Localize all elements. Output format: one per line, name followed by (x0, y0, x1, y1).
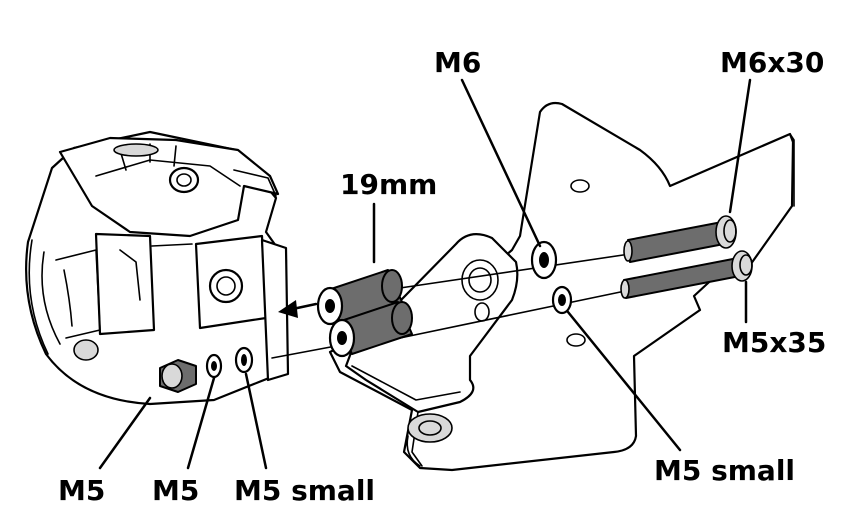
m5-small-washer-left (234, 346, 254, 374)
m6x30-bolt (623, 215, 737, 263)
m5-small-washer-right (551, 285, 573, 315)
label-m6x30: M6x30 (720, 46, 824, 79)
label-m5-washer: M5 (152, 474, 199, 507)
m5-nut (159, 359, 197, 393)
label-m5x35: M5x35 (722, 326, 826, 359)
m6-washer (530, 240, 558, 280)
m5x35-bolt (620, 250, 753, 299)
motor-assembly (25, 130, 290, 406)
label-19mm: 19mm (340, 168, 437, 201)
label-m5-nut: M5 (58, 474, 105, 507)
spacer-bottom (328, 301, 413, 358)
guide-lines (271, 253, 631, 359)
m5-washer-left (205, 353, 223, 379)
insertion-arrow (278, 300, 318, 318)
label-m5-small-right: M5 small (654, 454, 795, 487)
label-m5-small-left: M5 small (234, 474, 375, 507)
label-m6: M6 (434, 46, 481, 79)
leader-lines (98, 78, 752, 470)
labels: 19mm M6 M6x30 M5x35 M5 small M5 M5 M5 sm… (58, 46, 826, 507)
